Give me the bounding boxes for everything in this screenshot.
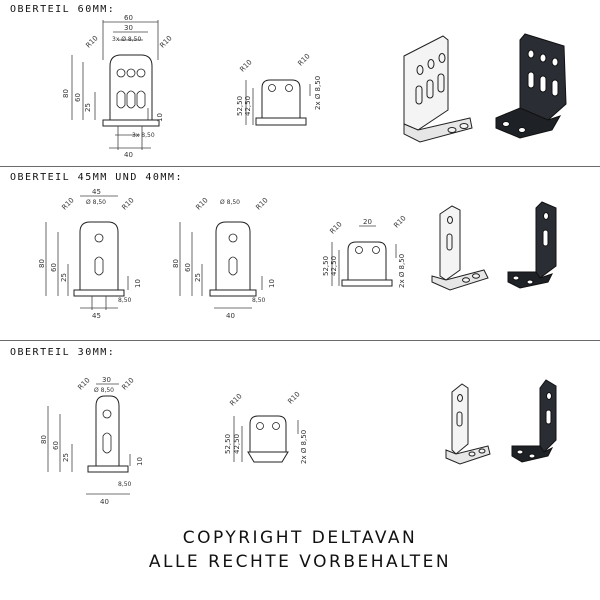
side-radius-left: R10 (238, 58, 253, 73)
dim-b-base-width: 40 (226, 312, 235, 320)
dim-30-radius-right: R10 (120, 376, 135, 391)
dim-total-width: 60 (124, 14, 133, 22)
dim-b-height-low: 25 (194, 273, 202, 282)
dim-b-radius-right: R10 (254, 196, 269, 211)
section-45-40mm-drawings: 45 R10 R10 Ø 8,50 80 60 25 10 8,50 45 R1… (38, 188, 557, 320)
dim-a-height-mid: 60 (50, 263, 58, 272)
dim-a-total-width: 45 (92, 188, 101, 196)
side-view-45-40mm (331, 225, 397, 287)
dim-b-height-mid: 60 (184, 263, 192, 272)
side-height-inner: 42,50 (244, 96, 252, 116)
dim-b-radius-left: R10 (194, 196, 209, 211)
dim-a-slot-width: 8,50 (118, 297, 132, 304)
side3-radius-left: R10 (228, 392, 243, 407)
side-view-60mm (245, 79, 311, 126)
dim-a-radius-right: R10 (120, 196, 135, 211)
dim-height-mid: 60 (74, 93, 82, 102)
dim-30-slot-width: 8,50 (118, 481, 132, 488)
dim-a-base-width: 45 (92, 312, 101, 320)
side2-hole-spacing: 20 (363, 218, 372, 226)
render-30mm-dark (511, 379, 557, 463)
dim-30-base-width: 40 (100, 498, 109, 506)
side-holes: 2x Ø 8,50 (314, 76, 322, 110)
dim-hole-spacing: 30 (124, 24, 133, 32)
dim-radius-left: R10 (84, 34, 99, 49)
side-height: 52,50 (236, 96, 244, 116)
dim-height-low: 25 (84, 103, 92, 112)
side2-holes: 2x Ø 8,50 (398, 254, 406, 288)
side-radius-right: R10 (296, 52, 311, 67)
front-view-30mm (47, 383, 131, 495)
dim-a-height-low: 25 (60, 273, 68, 282)
side2-radius-right: R10 (392, 214, 407, 229)
side2-radius-left: R10 (328, 220, 343, 235)
section-60mm-drawings: 60 30 3x Ø 8,50 R10 R10 80 60 25 10 3x 8… (62, 14, 567, 159)
dim-height: 80 (62, 89, 70, 98)
dim-b-height: 80 (172, 259, 180, 268)
dim-slot-width: 3x 8,50 (132, 132, 155, 139)
dim-base-width: 40 (124, 151, 133, 159)
front-view-40mm (179, 221, 263, 309)
dim-b-bottom-offset: 10 (268, 279, 276, 288)
dim-a-height: 80 (38, 259, 46, 268)
dim-a-hole-diameter: Ø 8,50 (86, 199, 106, 206)
dim-b-slot-width: 8,50 (252, 297, 266, 304)
section-divider-1 (0, 166, 600, 167)
side3-radius-right: R10 (286, 390, 301, 405)
dim-30-height: 80 (40, 435, 48, 444)
side3-holes: 2x Ø 8,50 (300, 430, 308, 464)
side2-height: 52,50 (322, 256, 330, 276)
dim-30-total-width: 30 (102, 376, 111, 384)
dim-30-height-low: 25 (62, 453, 70, 462)
section-title-30mm: Oberteil 30mm: (10, 347, 116, 358)
render-30mm-light (445, 383, 491, 465)
section-divider-2 (0, 340, 600, 341)
dim-radius-right: R10 (158, 34, 173, 49)
front-view-45mm (45, 195, 129, 310)
copyright-line-1: Copyright Deltavan (182, 528, 418, 548)
side2-height-inner: 42,50 (330, 256, 338, 276)
dim-30-height-mid: 60 (52, 441, 60, 450)
dim-a-radius-left: R10 (60, 196, 75, 211)
dim-bottom-offset: 10 (156, 113, 164, 122)
front-view-60mm (71, 20, 160, 150)
section-title-45-40mm: Oberteil 45mm und 40mm: (10, 172, 183, 183)
render-45mm-light (431, 205, 489, 291)
copyright-line-2: Alle Rechte vorbehalten (148, 552, 452, 572)
dim-hole-diameter: 3x Ø 8,50 (112, 36, 141, 43)
dim-30-radius-left: R10 (76, 376, 91, 391)
render-60mm-light (403, 35, 473, 143)
dim-30-hole-diameter: Ø 8,50 (94, 387, 114, 394)
side3-height-inner: 42,50 (233, 434, 241, 454)
side3-height: 52,50 (224, 434, 232, 454)
dim-30-bottom-offset: 10 (136, 457, 144, 466)
render-60mm-dark (495, 33, 567, 139)
dim-b-hole-diameter: Ø 8,50 (220, 199, 240, 206)
section-title-60mm: Oberteil 60mm: (10, 4, 116, 15)
side-view-30mm (233, 415, 299, 463)
dim-a-bottom-offset: 10 (134, 279, 142, 288)
render-45mm-dark (507, 201, 557, 289)
section-30mm-drawings: 30 R10 R10 Ø 8,50 80 60 25 10 8,50 40 R1… (40, 376, 557, 506)
